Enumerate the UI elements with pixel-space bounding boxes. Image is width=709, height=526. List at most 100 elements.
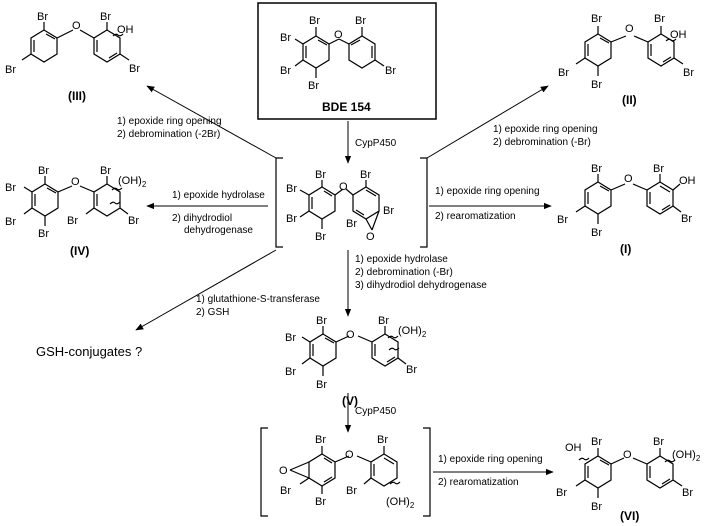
atom-oh2: (OH)2	[672, 449, 701, 463]
atom-oh2: (OH)2	[398, 325, 427, 339]
atom-br: Br	[285, 332, 296, 344]
atom-br: Br	[591, 79, 602, 91]
atom-o: O	[279, 465, 288, 477]
atom-br: Br	[308, 80, 319, 92]
atom-br: Br	[316, 379, 327, 391]
atom-br: Br	[280, 485, 291, 497]
atom-br: Br	[346, 485, 357, 497]
atom-br: Br	[682, 487, 693, 499]
atom-br: Br	[280, 32, 291, 44]
atom-br: Br	[37, 11, 48, 23]
path-ii-step-1: 1) epoxide ring opening	[493, 124, 598, 135]
atom-br: Br	[286, 213, 297, 225]
atom-br: Br	[128, 215, 139, 227]
atom-br: Br	[309, 15, 320, 27]
path-v-step-1: 1) epoxide hydrolase	[355, 254, 448, 265]
path-iii-step-2: 2) debromination (-2Br)	[117, 129, 220, 140]
atom-br: Br	[315, 169, 326, 181]
atom-o: O	[624, 173, 633, 185]
atom-br: Br	[360, 169, 371, 181]
atom-br: Br	[129, 63, 140, 75]
bde154-box	[257, 2, 437, 120]
compound-iv-label: (IV)	[70, 244, 89, 258]
atom-br: Br	[558, 67, 569, 79]
atom-br: Br	[654, 13, 665, 25]
enzyme-label: CypP450	[355, 138, 397, 149]
path-vi-step-1: 1) epoxide ring opening	[438, 454, 543, 465]
compound-iii-label: (III)	[68, 89, 86, 103]
atom-o: O	[625, 23, 634, 35]
atom-oh: OH	[565, 442, 582, 454]
path-iv-step-1: 1) epoxide hydrolase	[172, 190, 265, 201]
atom-o: O	[339, 181, 348, 193]
atom-br: Br	[5, 216, 16, 228]
bde154-label: BDE 154	[322, 100, 371, 114]
atom-br: Br	[406, 364, 417, 376]
path-vi-step-2: 2) rearomatization	[438, 477, 519, 488]
bottom-epoxide-structure	[289, 446, 401, 494]
bracket-right	[423, 427, 431, 517]
arrow-to-gsh	[135, 249, 277, 331]
atom-br: Br	[100, 11, 111, 23]
epoxide-structure	[299, 180, 380, 231]
atom-br: Br	[591, 13, 602, 25]
path-gsh-step-2: 2) GSH	[196, 307, 229, 318]
atom-br: Br	[38, 228, 49, 240]
atom-br: Br	[38, 165, 49, 177]
atom-br: Br	[315, 231, 326, 243]
atom-oh2: (OH)2	[386, 496, 415, 510]
atom-oh: OH	[670, 29, 687, 41]
atom-br: Br	[315, 434, 326, 446]
atom-br: Br	[67, 215, 78, 227]
atom-oh: OH	[679, 175, 696, 187]
gsh-conjugates-label: GSH-conjugates ?	[36, 344, 142, 359]
atom-oh: OH	[117, 24, 134, 36]
atom-o: O	[623, 449, 632, 461]
path-i-step-1: 1) epoxide ring opening	[435, 186, 540, 197]
atom-br: Br	[681, 213, 692, 225]
atom-br: Br	[383, 205, 394, 217]
compound-vi-label: (VI)	[620, 509, 639, 523]
atom-br: Br	[653, 163, 664, 175]
atom-br: Br	[316, 315, 327, 327]
atom-o: O	[345, 449, 354, 461]
compound-iv-structure	[23, 176, 129, 226]
atom-br: Br	[285, 366, 296, 378]
atom-br: Br	[556, 487, 567, 499]
atom-o: O	[72, 20, 81, 32]
atom-o: O	[346, 329, 355, 341]
enzyme-label-bottom: CypP450	[355, 406, 397, 417]
compound-i-structure	[575, 174, 682, 224]
atom-oh2: (OH)2	[118, 175, 147, 189]
arrow-to-ii	[426, 85, 549, 159]
compound-vi-structure	[575, 448, 683, 498]
arrow-to-iii	[146, 85, 277, 159]
atom-o: O	[366, 231, 375, 243]
atom-br: Br	[346, 218, 357, 230]
bracket-right	[420, 157, 428, 248]
atom-br: Br	[591, 163, 602, 175]
atom-o: O	[334, 29, 343, 41]
atom-br: Br	[653, 436, 664, 448]
atom-br: Br	[315, 496, 326, 508]
path-iv-step-3: dehydrogenase	[184, 225, 253, 236]
path-ii-step-2: 2) debromination (-Br)	[493, 137, 591, 148]
atom-br: Br	[355, 15, 366, 27]
compound-iii-structure	[21, 22, 130, 63]
atom-br: Br	[385, 65, 396, 77]
compound-ii-label: (II)	[622, 93, 637, 107]
atom-br: Br	[5, 182, 16, 194]
path-iii-step-1: 1) epoxide ring opening	[117, 116, 222, 127]
atom-br: Br	[591, 436, 602, 448]
path-iv-step-2: 2) dihydrodiol	[172, 213, 232, 224]
bracket-left	[260, 427, 268, 517]
path-v-step-2: 2) debromination (-Br)	[355, 267, 453, 278]
atom-br: Br	[557, 214, 568, 226]
bracket-left	[275, 157, 283, 248]
path-gsh-step-1: 1) glutathione-S-transferase	[196, 294, 320, 305]
atom-o: O	[71, 176, 80, 188]
compound-v-structure	[301, 326, 407, 376]
atom-br: Br	[377, 434, 388, 446]
compound-v-label: (V)	[342, 394, 358, 408]
